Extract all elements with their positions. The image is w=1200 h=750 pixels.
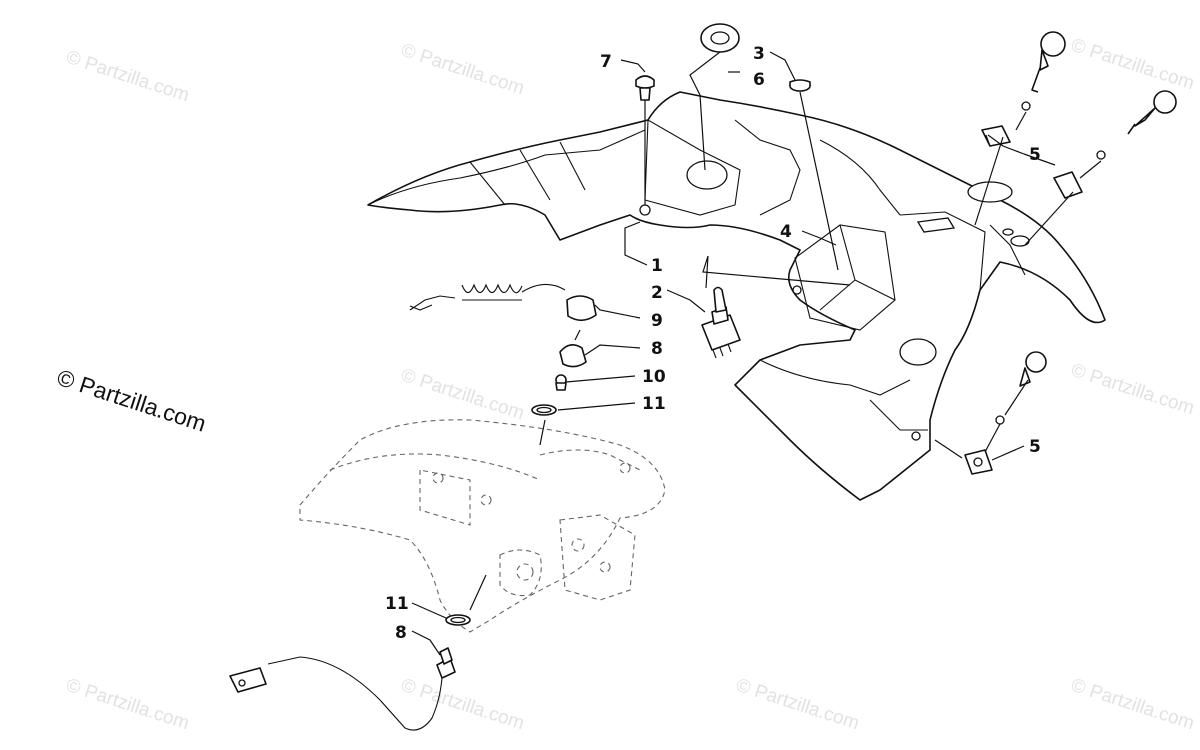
callout-1: 1 — [651, 256, 663, 276]
callout-11-upper: 11 — [642, 394, 666, 414]
watermark-text: © Partzilla.com — [1068, 360, 1196, 420]
callout-3: 3 — [753, 44, 765, 64]
chassis-ghost-outline — [299, 419, 666, 633]
screw-part-10 — [555, 374, 567, 391]
tether-spring-part-9 — [409, 283, 597, 322]
watermark-text: © Partzilla.com — [1068, 675, 1196, 735]
callout-2: 2 — [651, 283, 663, 303]
callout-5-lower: 5 — [1029, 437, 1041, 457]
callout-8-upper: 8 — [651, 339, 663, 359]
o-ring-part-11-upper — [531, 404, 557, 416]
watermark-text: © Partzilla.com — [398, 365, 526, 425]
watermark-text: © Partzilla.com — [398, 675, 526, 735]
quick-release-fastener-middle — [1053, 90, 1177, 199]
callout-4: 4 — [780, 222, 792, 242]
washer-part-6 — [700, 23, 740, 53]
watermark-text: © Partzilla.com — [1068, 35, 1196, 95]
o-ring-part-11-lower — [445, 614, 471, 626]
callout-8-lower: 8 — [395, 623, 407, 643]
watermark-text: © Partzilla.com — [63, 675, 191, 735]
callout-labels: 7 3 6 4 1 2 5 5 9 8 10 11 11 8 — [385, 44, 1041, 643]
callout-6: 6 — [753, 70, 765, 90]
callout-5-upper: 5 — [1029, 145, 1041, 165]
quick-release-fastener-upper — [981, 31, 1066, 147]
screw-part-7 — [635, 75, 655, 101]
watermark-text: © Partzilla.com — [63, 47, 191, 107]
sensor-part-8-lower — [229, 647, 456, 731]
grommet-part-3 — [789, 79, 811, 92]
toggle-switch-part-2 — [701, 286, 741, 359]
watermark-text: © Partzilla.com — [733, 675, 861, 735]
callout-10: 10 — [642, 367, 666, 387]
callout-9: 9 — [651, 311, 663, 331]
callout-7: 7 — [600, 52, 612, 72]
callout-11-lower: 11 — [385, 594, 409, 614]
cap-part-8-upper — [559, 344, 587, 368]
leader-lines — [411, 51, 1102, 656]
hood-cover-assembly — [367, 91, 1106, 501]
watermark-text: © Partzilla.com — [398, 40, 526, 100]
